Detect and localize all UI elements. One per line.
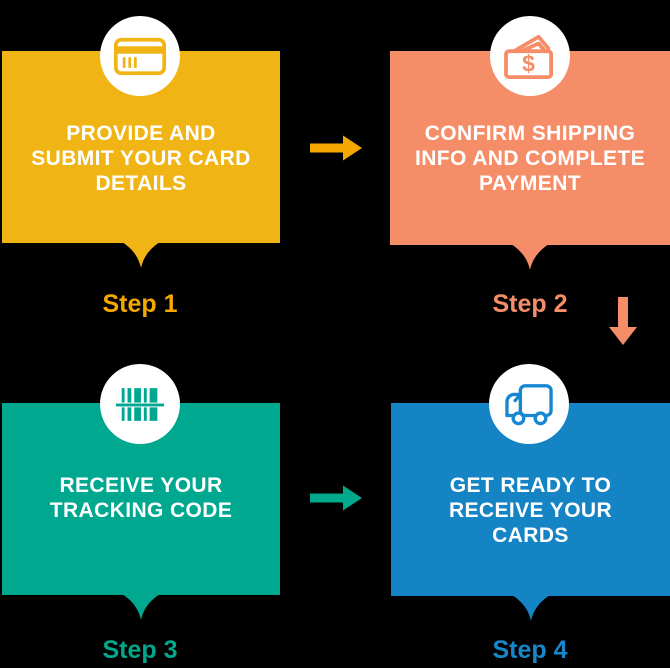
step-3-label: Step 3 [102, 636, 178, 664]
step-1-title-line: DETAILS [95, 172, 187, 195]
step-2-title-line: PAYMENT [479, 172, 581, 195]
step-1-title-line: PROVIDE AND [66, 122, 216, 145]
step-3-icon-badge [100, 364, 180, 444]
money-icon: $ [504, 34, 554, 80]
step-3-title-line: RECEIVE YOUR [59, 474, 223, 497]
delivery-truck-icon [505, 384, 553, 426]
step-1-label: Step 1 [102, 290, 178, 318]
step-4-label: Step 4 [492, 636, 568, 664]
right-arrow-icon [310, 135, 362, 161]
step-4-title-line: GET READY TO [449, 474, 612, 497]
step-3-title: RECEIVE YOUR TRACKING CODE [10, 473, 272, 523]
speech-tail [122, 594, 160, 620]
step-4-title-line: CARDS [492, 524, 569, 547]
step-1-title: PROVIDE AND SUBMIT YOUR CARD DETAILS [10, 121, 272, 196]
svg-text:$: $ [522, 50, 535, 76]
step-4-icon-badge [489, 364, 569, 444]
down-arrow-icon [608, 297, 638, 345]
right-arrow-icon [310, 485, 362, 511]
speech-tail [511, 595, 550, 621]
step-1-title-line: SUBMIT YOUR CARD [31, 147, 251, 170]
step-2-title: CONFIRM SHIPPING INFO AND COMPLETE PAYME… [398, 121, 662, 196]
step-2-icon-badge: $ [490, 16, 570, 96]
step-2-title-line: INFO AND COMPLETE [414, 147, 646, 170]
barcode-icon [115, 387, 165, 421]
speech-tail [511, 244, 549, 270]
step-4-title-line: RECEIVE YOUR [448, 499, 613, 522]
step-1-icon-badge [100, 16, 180, 96]
step-3-title-line: TRACKING CODE [49, 499, 233, 522]
speech-tail [122, 242, 160, 268]
step-4-title: GET READY TO RECEIVE YOUR CARDS [399, 473, 662, 548]
credit-card-icon [113, 37, 167, 75]
step-2-title-line: CONFIRM SHIPPING [424, 122, 636, 145]
step-2-label: Step 2 [492, 290, 568, 318]
